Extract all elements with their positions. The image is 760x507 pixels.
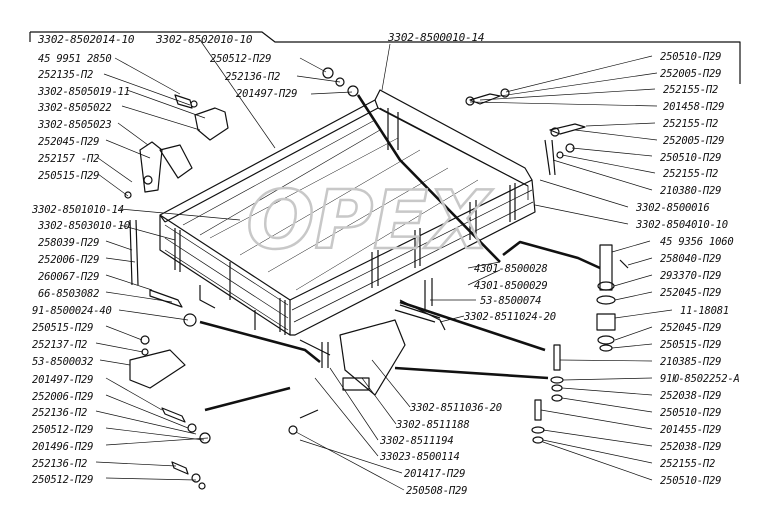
label-left-2: 252135-П2 <box>38 69 94 81</box>
label-right-3: 252155-П2 <box>663 84 719 96</box>
label-right-23: 201455-П29 <box>660 424 722 436</box>
label-right-16: 11-18081 <box>680 305 729 317</box>
label-assembly-right: 3302-8500010-14 <box>388 31 485 44</box>
cargo-platform <box>124 67 629 490</box>
label-left-17: 252137-П2 <box>32 339 88 351</box>
assembly-line-1 <box>356 94 501 263</box>
label-right-8: 252155-П2 <box>663 168 719 180</box>
label-left-14: 66-8503082 <box>38 288 100 300</box>
label-center-6: 3302-8511188 <box>396 419 470 431</box>
label-left-13: 260067-П29 <box>38 271 100 283</box>
label-top-1: 250512-П29 <box>210 53 272 65</box>
label-left-19: 201497-П29 <box>32 374 94 386</box>
label-left-9: 3302-8501010-14 <box>32 204 124 216</box>
label-left-20: 252006-П29 <box>32 391 94 403</box>
label-right-24: 252038-П29 <box>660 441 722 453</box>
label-center-2: 4301-8500029 <box>474 280 548 292</box>
mount-bracket <box>129 349 186 389</box>
label-left-12: 252006-П29 <box>38 254 100 266</box>
label-left-22: 250512-П29 <box>32 424 94 436</box>
label-left-5: 3302-8505023 <box>38 119 112 131</box>
label-right-26: 250510-П29 <box>660 475 722 487</box>
label-assembly-left: 3302-8502014-10 <box>38 33 135 46</box>
label-left-25: 250512-П29 <box>32 474 94 486</box>
label-right-22: 250510-П29 <box>660 407 722 419</box>
label-left-3: 3302-8505019-11 <box>38 86 130 98</box>
label-left-23: 201496-П29 <box>32 441 94 453</box>
label-right-15: 252045-П29 <box>660 287 722 299</box>
label-right-20: 91Ю-8502252-А <box>660 373 740 385</box>
label-right-7: 250510-П29 <box>660 152 722 164</box>
label-left-15: 91-8500024-40 <box>32 305 112 317</box>
label-left-18: 53-8500032 <box>32 356 94 368</box>
label-center-10: 250508-П29 <box>406 485 468 497</box>
label-right-21: 252038-П29 <box>660 390 722 402</box>
label-right-12: 45 9356 1060 <box>660 236 734 248</box>
label-center-8: 33023-8500114 <box>380 451 460 463</box>
label-right-18: 250515-П29 <box>660 339 722 351</box>
label-left-10: 3302-8503010-10 <box>38 220 130 232</box>
label-right-10: 3302-8500016 <box>636 202 710 214</box>
assembly-line-5 <box>502 240 601 270</box>
opex-watermark: OPEX <box>245 173 494 269</box>
leader-lines <box>95 39 673 491</box>
label-right-6: 252005-П29 <box>663 135 725 147</box>
lock-lever <box>139 141 163 193</box>
damper-bolt <box>599 244 613 291</box>
assembly-line-2 <box>199 320 321 364</box>
label-top-3: 201497-П29 <box>236 88 298 100</box>
watermark-text: OPEX <box>247 174 493 267</box>
label-center-3: 53-8500074 <box>480 295 542 307</box>
label-right-19: 210385-П29 <box>660 356 722 368</box>
label-left-24: 252136-П2 <box>32 458 88 470</box>
label-top-2: 252136-П2 <box>225 71 281 83</box>
label-center-7: 3302-8511194 <box>380 435 454 447</box>
label-right-5: 252155-П2 <box>663 118 719 130</box>
assembly-line-6 <box>399 300 546 352</box>
label-left-1: 45 9951 2850 <box>38 53 112 65</box>
label-right-1: 250510-П29 <box>660 51 722 63</box>
assembly-line-4 <box>394 366 549 380</box>
label-right-4: 201458-П29 <box>663 101 725 113</box>
label-right-9: 210380-П29 <box>660 185 722 197</box>
label-center-4: 3302-8511024-20 <box>464 311 556 323</box>
header-frame <box>29 31 741 84</box>
label-left-4: 3302-8505022 <box>38 102 112 114</box>
label-right-25: 252155-П2 <box>660 458 716 470</box>
hinge-bracket <box>194 107 229 141</box>
label-left-6: 252045-П29 <box>38 136 100 148</box>
label-center-1: 4301-8500028 <box>474 263 548 275</box>
label-assembly-mid: 3302-8502010-10 <box>156 33 253 46</box>
label-right-14: 293370-П29 <box>660 270 722 282</box>
label-left-21: 252136-П2 <box>32 407 88 419</box>
assembly-line-3 <box>204 386 291 412</box>
label-center-9: 201417-П29 <box>404 468 466 480</box>
label-left-11: 258039-П29 <box>38 237 100 249</box>
label-left-16: 250515-П29 <box>32 322 94 334</box>
label-left-8: 250515-П29 <box>38 170 100 182</box>
label-right-2: 252005-П29 <box>660 68 722 80</box>
label-left-7: 252157 -П2 <box>38 153 100 165</box>
label-right-11: 3302-8504010-10 <box>636 219 728 231</box>
plate-bracket <box>339 319 406 396</box>
label-right-17: 252045-П29 <box>660 322 722 334</box>
label-center-5: 3302-8511036-20 <box>410 402 502 414</box>
label-right-13: 258040-П29 <box>660 253 722 265</box>
